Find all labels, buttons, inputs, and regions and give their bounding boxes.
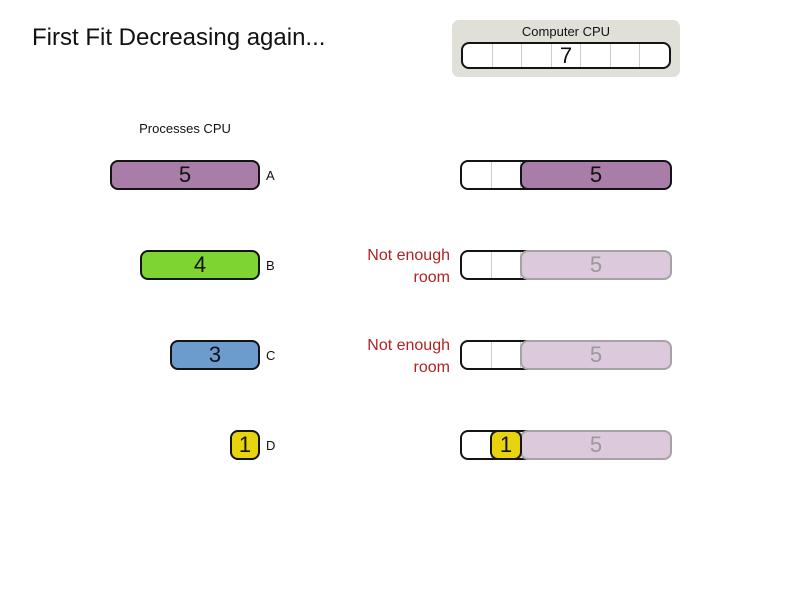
ghost-block-d: 5 [520,430,672,460]
cpu-cell [462,252,492,278]
computer-cpu-capacity-value: 7 [559,42,573,68]
cpu-cell [492,162,522,188]
computer-state-bar-d: 5 1 [460,430,672,460]
process-name-d: D [266,437,276,453]
computer-state-bar-b: 5 [460,250,672,280]
cpu-cell [492,342,522,368]
ghost-block-b: 5 [520,250,672,280]
cpu-cell [552,44,582,67]
cpu-cell [462,432,492,458]
cpu-cell [492,252,522,278]
computer-state-bar-a: 5 [460,160,672,190]
process-bar-c: 3 [170,340,260,370]
computer-state-bar-c: 5 [460,340,672,370]
process-bar-d: 1 [230,430,260,460]
process-bar-b: 4 [140,250,260,280]
process-bar-a: 5 [110,160,260,190]
process-name-b: B [266,257,275,273]
cpu-cell [493,44,523,67]
placed-block-d: 1 [490,430,522,460]
cpu-cell [463,44,493,67]
cpu-cell [522,44,552,67]
cpu-cell [462,342,492,368]
not-enough-room-note-c: Not enough room [367,337,450,376]
computer-cpu-label: Computer CPU [521,24,611,39]
computer-cpu-capacity-bar: 7 [461,42,671,69]
computer-cpu-panel: Computer CPU 7 [452,20,680,77]
page-title: First Fit Decreasing again... [32,24,326,51]
not-enough-room-note-b: Not enough room [367,247,450,286]
placed-block-a: 5 [520,160,672,190]
processes-cpu-heading: Processes CPU [139,121,231,136]
process-name-a: A [266,167,275,183]
process-name-c: C [266,347,276,363]
cpu-cell [462,162,492,188]
cpu-cell [581,44,611,67]
cpu-cell [611,44,641,67]
ghost-block-c: 5 [520,340,672,370]
